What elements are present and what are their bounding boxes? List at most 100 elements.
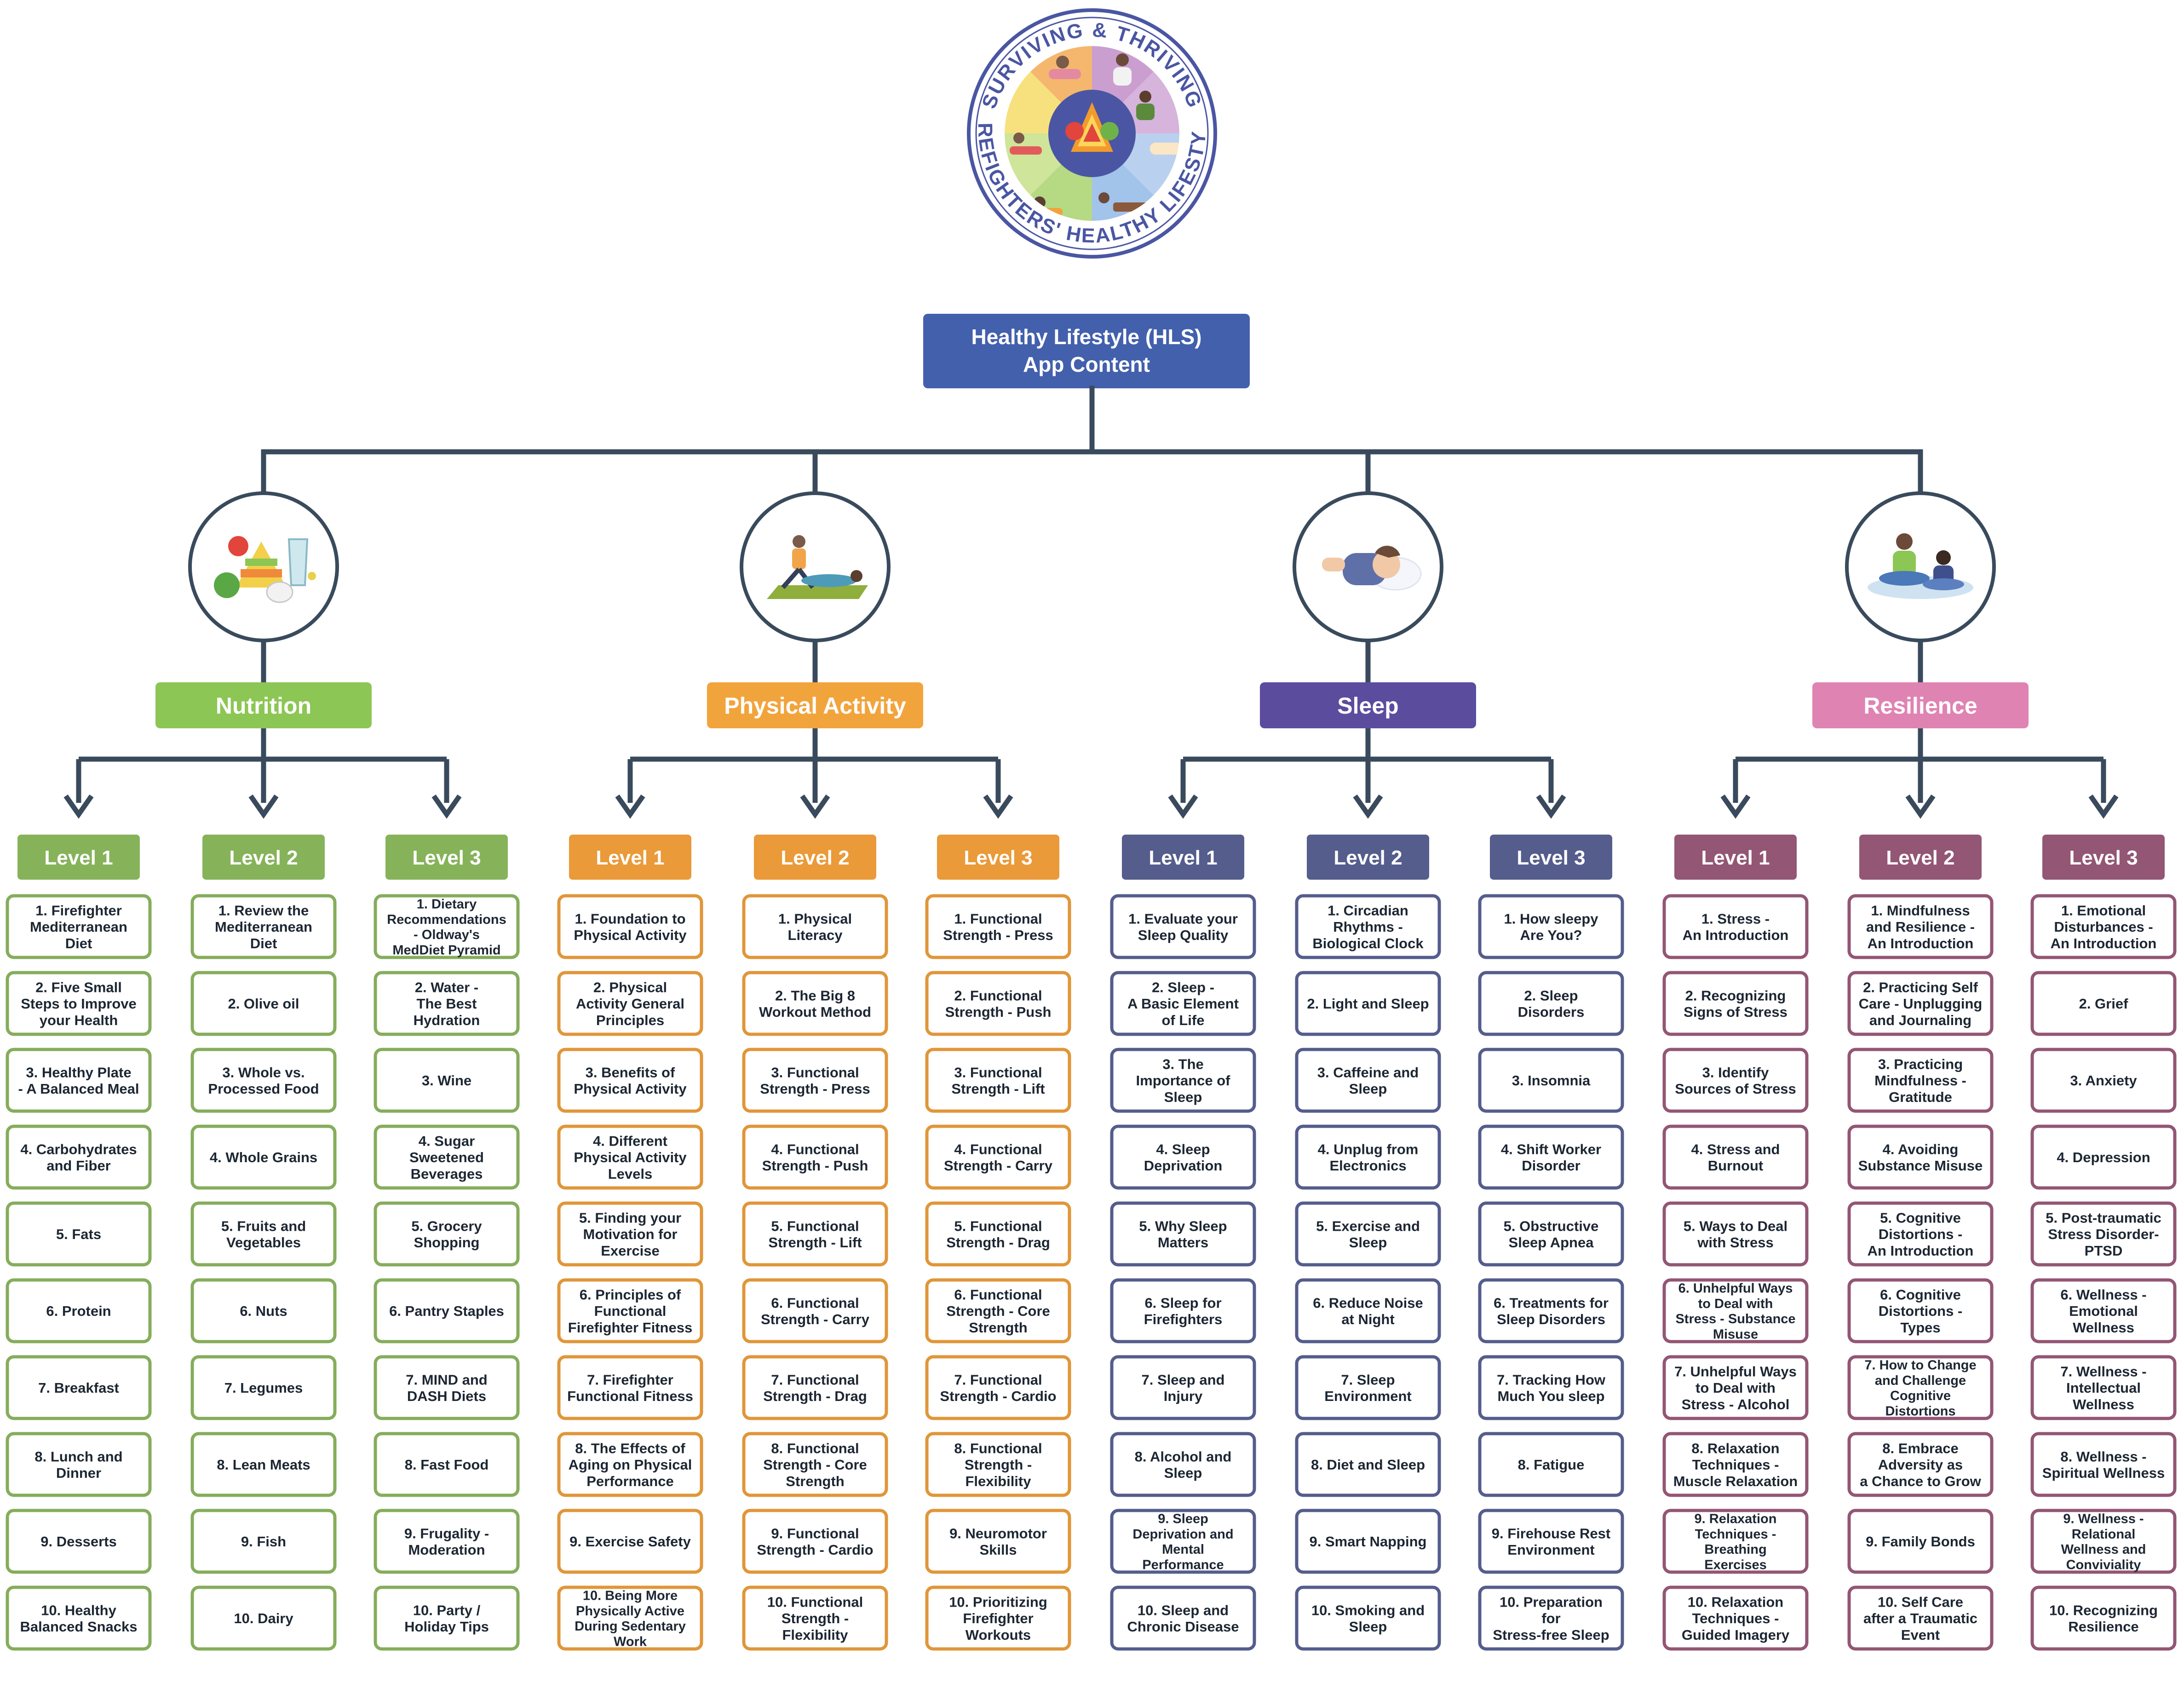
topic-label: 10. Party /Holiday Tips <box>404 1602 489 1635</box>
root-node: Healthy Lifestyle (HLS) App Content <box>923 314 1250 388</box>
topic-label: 3. Anxiety <box>2070 1072 2137 1089</box>
category-icon-circle <box>1845 491 1996 642</box>
topic-item: 9. Desserts <box>6 1509 152 1574</box>
level-header <box>1490 835 1612 880</box>
topic-item: 4. Whole Grains <box>190 1124 337 1190</box>
topic-label: 6. Nuts <box>240 1303 287 1319</box>
topic-label: 1. Stress -An Introduction <box>1683 911 1789 943</box>
topic-label: 9. Frugality -Moderation <box>404 1525 489 1558</box>
topic-label: 6. Protein <box>46 1303 111 1319</box>
topic-item: 9. Smart Napping <box>1295 1509 1441 1574</box>
root-title-line2: App Content <box>1023 352 1150 376</box>
topic-label: 10. Dairy <box>234 1610 293 1626</box>
topic-item: 3. Insomnia <box>1478 1048 1624 1113</box>
category-title: Sleep <box>1337 693 1398 719</box>
topic-item: 9. Family Bonds <box>1847 1509 1994 1574</box>
topic-item: 3. Anxiety <box>2030 1048 2177 1113</box>
trunk-connectors <box>261 386 1923 455</box>
category-header-sleep <box>1260 682 1476 728</box>
topic-label: 7. Breakfast <box>38 1380 119 1396</box>
topic-item: 8. Fast Food <box>374 1432 520 1497</box>
level-header <box>1122 835 1244 880</box>
topic-item: 2. Olive oil <box>190 971 337 1036</box>
topic-label: 2. Light and Sleep <box>1307 996 1429 1012</box>
topic-item: 2. Grief <box>2030 971 2177 1036</box>
topic-label: 7. Legumes <box>224 1380 303 1396</box>
level-title: Level 3 <box>964 847 1032 869</box>
topic-item: 8. Fatigue <box>1478 1432 1624 1497</box>
topic-item: 1. Stress -An Introduction <box>1662 894 1809 959</box>
topic-label: 8. Lean Meats <box>217 1457 310 1473</box>
